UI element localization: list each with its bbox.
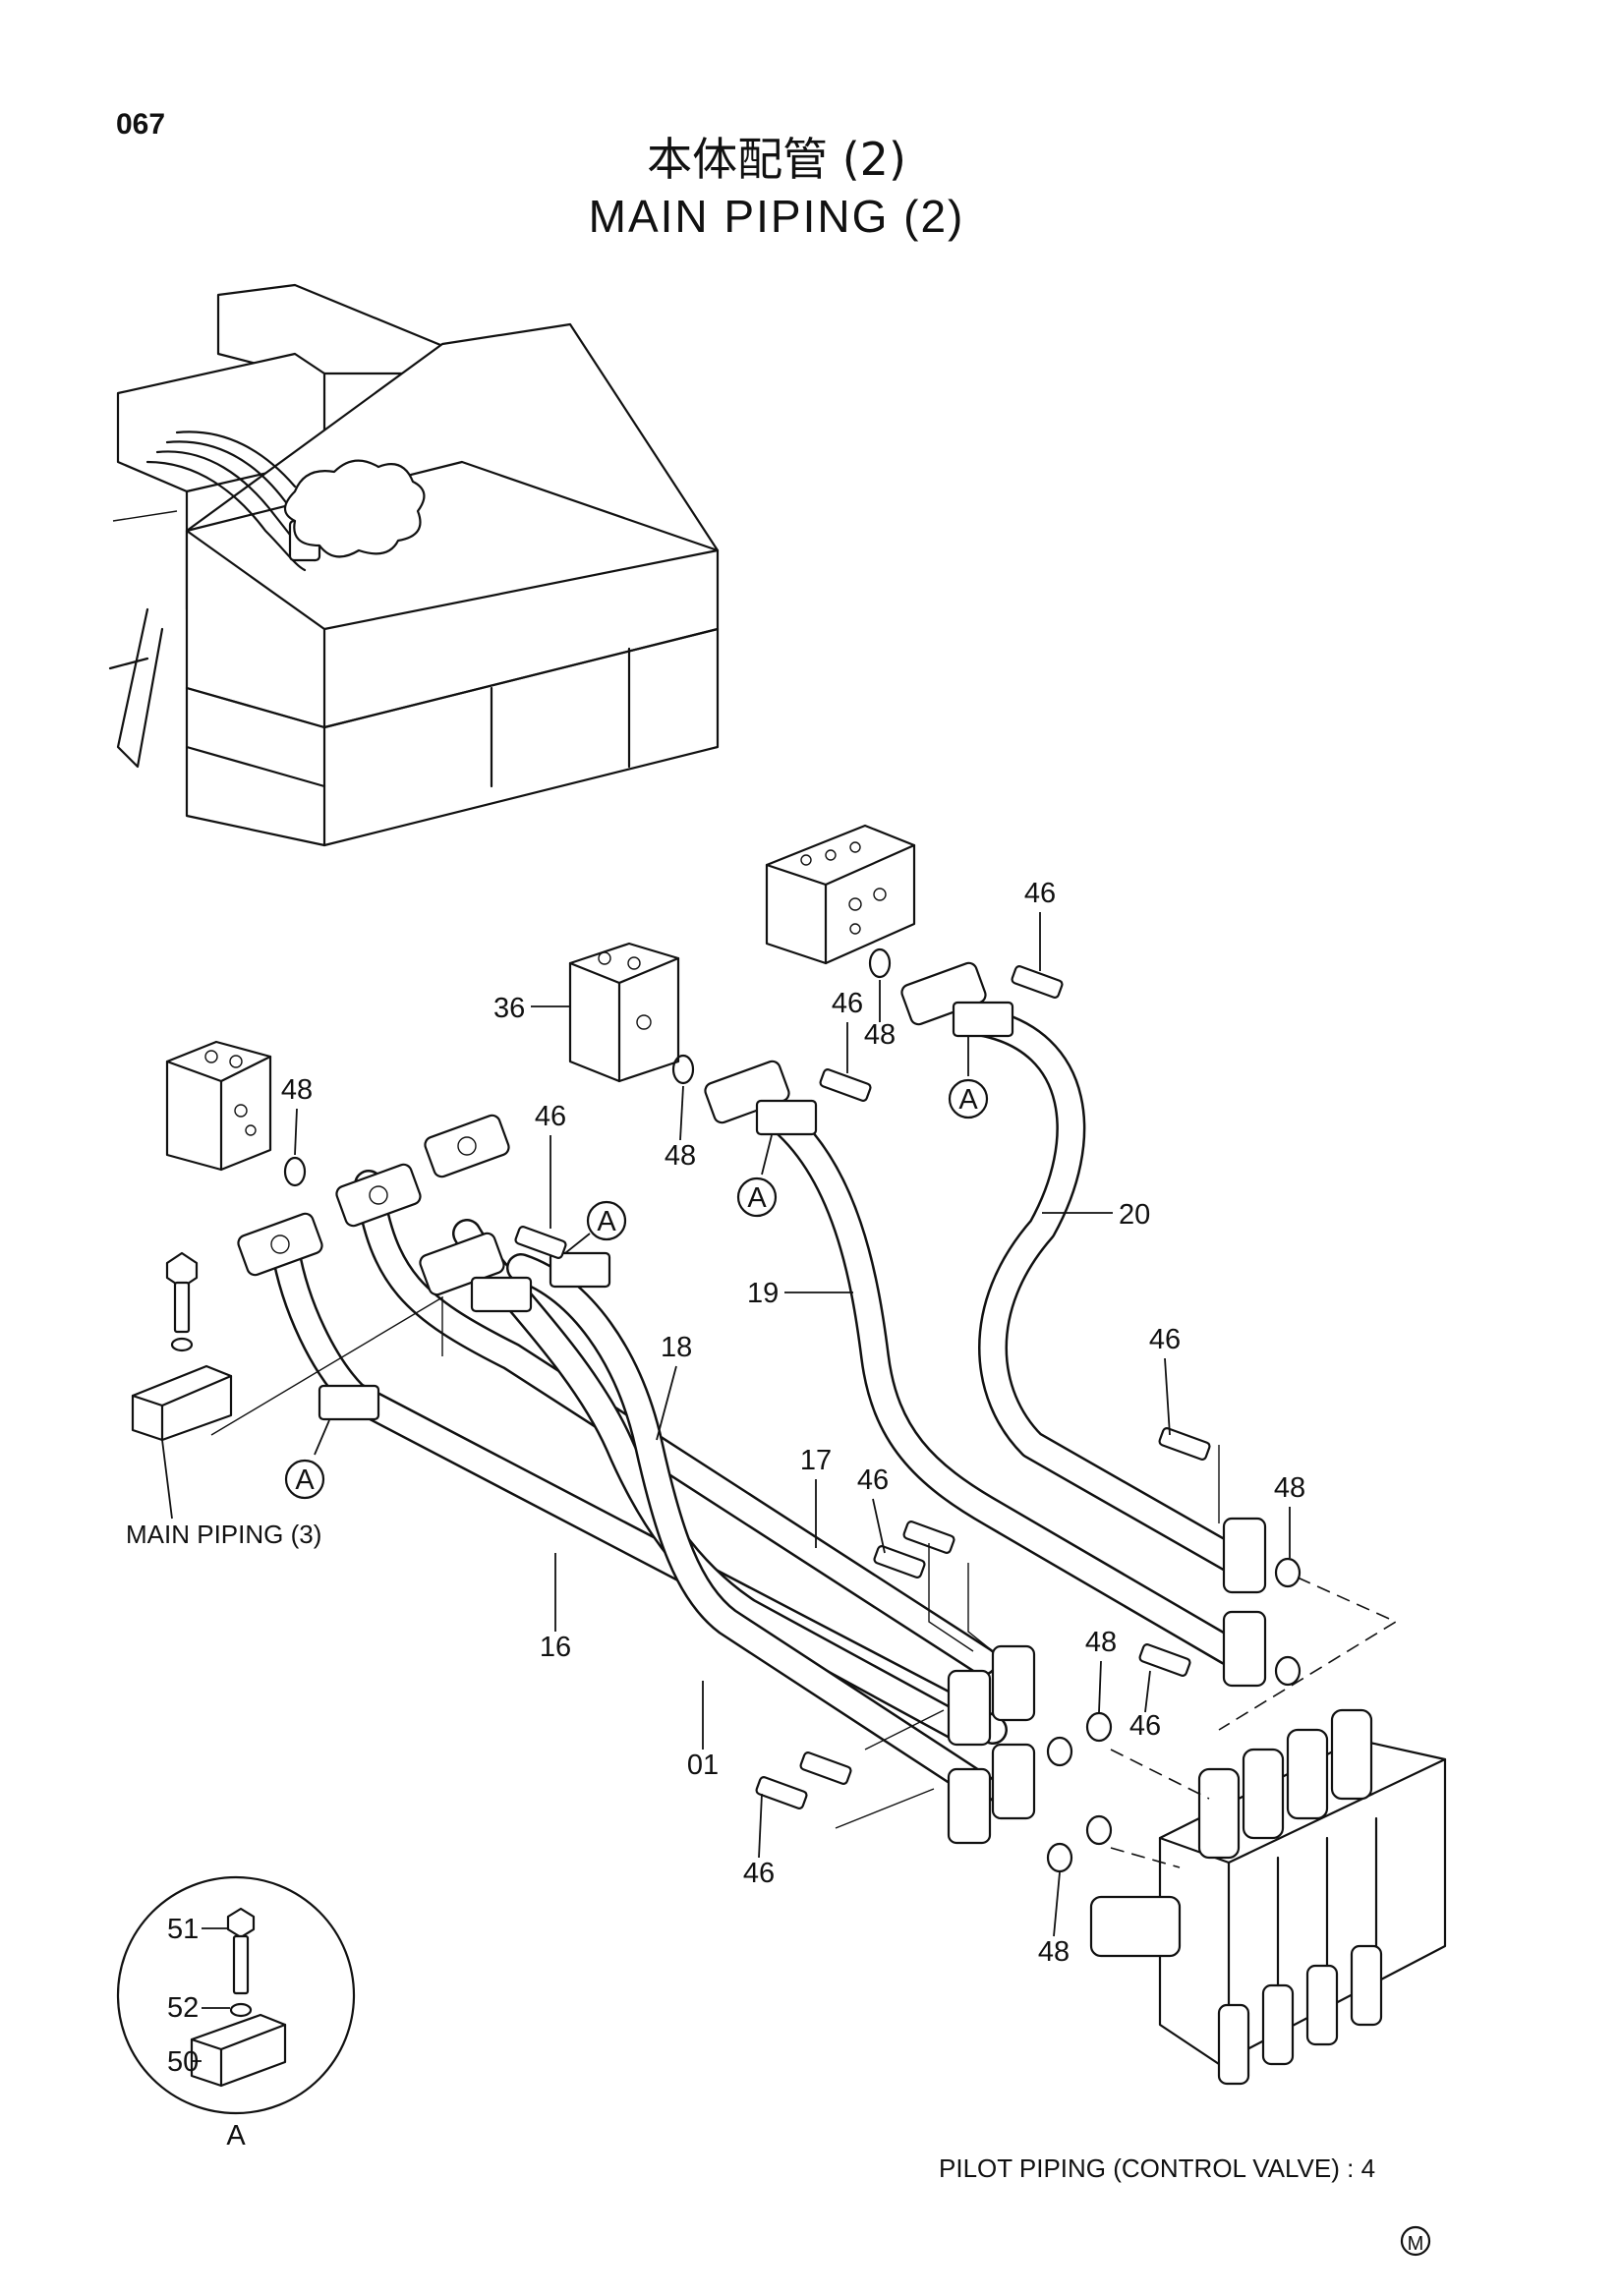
callout-19: 19 [747,1278,779,1309]
callout-a-marker-1 [284,1459,325,1500]
svg-text:A: A [295,1464,315,1496]
o-rings [283,947,1302,1873]
callout-a-markers: A A A A [284,1037,989,1500]
callout-48-a: 48 [281,1074,313,1106]
callout-18: 18 [661,1332,692,1363]
callout-52: 52 [167,1992,199,2024]
bolts [131,965,1211,1809]
page-number: 067 [116,108,165,141]
machine-overview [108,283,720,847]
callout-48-c: 48 [864,1019,896,1051]
svg-text:A: A [958,1084,978,1116]
callout-17: 17 [800,1445,832,1476]
callout-48-b: 48 [665,1140,696,1172]
callout-48-f: 48 [1038,1936,1070,1968]
control-valve [1089,1708,1447,2086]
flanges [237,961,1267,1845]
callout-01: 01 [687,1750,719,1781]
callout-46-c: 46 [1024,878,1056,909]
part-callouts: 36 48 46 48 46 48 46 20 19 18 17 46 46 4… [281,878,1305,1968]
callout-46-b: 46 [832,988,863,1019]
reference-main-piping-3: MAIN PIPING (3) [126,1520,321,1549]
callout-16: 16 [540,1632,571,1663]
callout-51: 51 [167,1914,199,1945]
callout-46-e: 46 [1149,1324,1181,1355]
callout-a-marker-4 [948,1078,989,1119]
callout-48-d: 48 [1274,1472,1305,1504]
callout-a-marker-3 [736,1177,778,1218]
callout-46-f: 46 [1129,1710,1161,1742]
svg-text:M: M [1408,2233,1424,2255]
callout-48-e: 48 [1085,1627,1117,1658]
callout-20: 20 [1119,1199,1150,1231]
guide-lines [210,1295,1398,1868]
block-upper [765,824,916,965]
detail-a-label: A [226,2120,246,2152]
detail-a: 51 52 50 A [116,1875,356,2152]
m-mark: M [1400,2225,1431,2257]
callout-46-g: 46 [743,1858,775,1889]
reference-pilot-piping: PILOT PIPING (CONTROL VALVE) : 4 [939,2153,1375,2183]
title-japanese: 本体配管 (2) [647,133,906,186]
svg-text:A: A [747,1182,767,1214]
callout-50: 50 [167,2046,199,2078]
title-english: MAIN PIPING (2) [589,191,965,242]
callout-a-marker-2 [586,1200,627,1241]
callout-46-a: 46 [535,1101,566,1132]
svg-text:A: A [597,1206,616,1237]
block-left [165,1040,272,1172]
callout-46-d: 46 [857,1464,889,1496]
block-36 [568,942,680,1083]
pipes [270,1007,1253,1804]
callout-36: 36 [493,993,525,1024]
